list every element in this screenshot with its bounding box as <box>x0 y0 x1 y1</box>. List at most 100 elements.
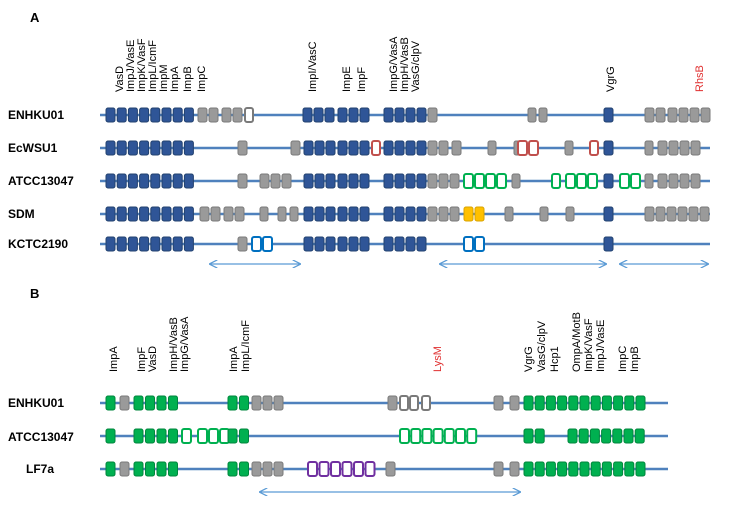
gene-box <box>139 206 150 222</box>
gene-box <box>172 206 183 222</box>
gene-label: ImpL/IcmF <box>240 320 252 372</box>
gene-box <box>105 107 116 123</box>
gene-box <box>623 428 634 444</box>
gene-label: ImpA <box>228 346 240 372</box>
gene-box <box>474 236 485 252</box>
gene-box <box>303 140 314 156</box>
panel-b-row-labels: ENHKU01 ATCC13047 LF7a <box>8 396 74 476</box>
gene-box <box>168 461 178 477</box>
panel-a-label: A <box>30 10 40 25</box>
gene-box <box>239 461 249 477</box>
row-label: KCTC2190 <box>8 237 68 251</box>
gene-box <box>474 206 485 222</box>
gene-box <box>534 461 545 477</box>
gene-box <box>405 140 416 156</box>
gene-box <box>150 107 161 123</box>
gene-box <box>251 395 262 411</box>
gene-box <box>330 461 341 477</box>
gene-box <box>116 107 127 123</box>
gene-box <box>634 428 645 444</box>
gene-box <box>587 173 598 189</box>
gene-box <box>603 173 614 189</box>
gene-box <box>564 140 574 156</box>
gene-box <box>314 140 325 156</box>
gene-box <box>551 173 561 189</box>
gene-box <box>172 107 183 123</box>
gene-box <box>161 107 172 123</box>
gene-box <box>325 140 336 156</box>
gene-box <box>394 140 405 156</box>
gene-box <box>208 107 219 123</box>
gene-box <box>337 206 348 222</box>
gene-box <box>568 461 579 477</box>
gene-box <box>449 173 460 189</box>
gene-label: ImpA <box>169 66 181 92</box>
gene-label: ImpA <box>108 346 120 372</box>
gene-box <box>644 140 654 156</box>
gene-box <box>528 140 539 156</box>
gene-box <box>145 428 155 444</box>
gene-box <box>579 461 590 477</box>
gene-box <box>251 236 262 252</box>
gene-box <box>324 107 335 123</box>
gene-box <box>527 107 537 123</box>
gene-box <box>699 206 710 222</box>
gene-box <box>463 173 474 189</box>
gene-box <box>466 428 478 444</box>
gene-box <box>678 107 689 123</box>
gene-box <box>655 107 666 123</box>
gene-box <box>416 173 427 189</box>
gene-label: ImpM <box>158 65 170 93</box>
gene-box <box>150 140 161 156</box>
gene-box <box>127 236 138 252</box>
gene-box <box>568 395 579 411</box>
gene-box <box>405 206 416 222</box>
panel-b-gene-labels: ImpA ImpF VasD ImpH/VasB ImpG/VasA ImpA … <box>108 312 641 372</box>
gene-box <box>601 428 612 444</box>
gene-box <box>161 236 172 252</box>
gene-box <box>314 206 325 222</box>
gene-box <box>289 206 299 222</box>
gene-box <box>493 395 504 411</box>
gene-box <box>405 173 416 189</box>
gene-box <box>359 140 370 156</box>
gene-box <box>105 140 116 156</box>
gene-box <box>364 461 376 477</box>
gene-box <box>325 236 336 252</box>
gene-box <box>666 206 677 222</box>
gene-label: OmpA/MotB <box>571 312 583 372</box>
gene-box <box>337 140 348 156</box>
gene-box <box>523 461 534 477</box>
row-label: LF7a <box>26 462 54 476</box>
gene-box <box>667 107 678 123</box>
gene-box <box>619 173 630 189</box>
gene-box <box>409 395 419 411</box>
gene-box <box>127 206 138 222</box>
gene-box <box>394 173 405 189</box>
gene-box <box>199 206 210 222</box>
gene-box <box>337 173 348 189</box>
gene-box <box>399 428 410 444</box>
gene-box <box>341 461 353 477</box>
gene-box <box>613 395 624 411</box>
gene-box <box>383 173 394 189</box>
gene-box <box>223 206 234 222</box>
gene-label: LysM <box>432 346 444 372</box>
gene-box <box>237 173 248 189</box>
gene-box <box>348 173 359 189</box>
gene-box <box>394 236 405 252</box>
gene-box <box>383 107 394 123</box>
gene-label: ImpF <box>136 347 148 372</box>
row-label: ENHKU01 <box>8 396 64 410</box>
gene-box <box>156 428 167 444</box>
gene-box <box>517 140 528 156</box>
gene-box <box>348 107 359 123</box>
gene-box <box>383 140 394 156</box>
panel-a-gene-labels: VasD ImpJ/VasE ImpK/VasF ImpL/IcmF ImpM … <box>114 36 706 92</box>
gene-box <box>325 206 336 222</box>
gene-box <box>421 395 431 411</box>
gene-box <box>545 461 556 477</box>
gene-box <box>443 428 455 444</box>
gene-label: ImpI/VasC <box>307 41 319 92</box>
gene-box <box>105 173 116 189</box>
